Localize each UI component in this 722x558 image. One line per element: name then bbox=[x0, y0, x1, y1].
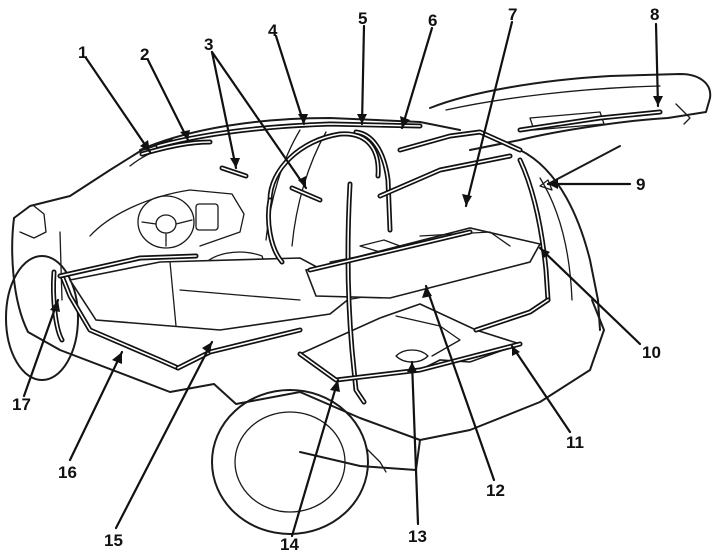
leader-lines bbox=[22, 20, 663, 538]
callout-7: 7 bbox=[508, 5, 517, 24]
leader-16 bbox=[68, 350, 124, 462]
callout-9: 9 bbox=[636, 175, 645, 194]
callout-1: 1 bbox=[78, 43, 87, 62]
rear-seat-floor-panel bbox=[304, 227, 542, 299]
leader-7 bbox=[464, 20, 514, 208]
trim-strip-15 bbox=[175, 327, 303, 371]
callout-3: 3 bbox=[204, 35, 213, 54]
leader-10 bbox=[538, 246, 642, 346]
rear-quarter bbox=[519, 149, 601, 331]
callout-2: 2 bbox=[140, 45, 149, 64]
callout-15: 15 bbox=[104, 531, 123, 550]
leader-13 bbox=[410, 360, 420, 526]
trim-strip-11 bbox=[473, 297, 551, 333]
dashboard bbox=[89, 189, 245, 247]
leader-4 bbox=[274, 34, 306, 126]
leader-14 bbox=[290, 378, 340, 538]
leader-1 bbox=[84, 56, 152, 154]
leader-12 bbox=[424, 284, 496, 482]
leader-8 bbox=[654, 22, 660, 108]
leader-15 bbox=[114, 340, 214, 530]
callout-10: 10 bbox=[642, 343, 661, 362]
front-floor-panel bbox=[68, 257, 362, 331]
liftgate bbox=[429, 73, 712, 151]
roof-line bbox=[139, 117, 461, 151]
center-stack bbox=[195, 203, 219, 231]
leader-17 bbox=[22, 298, 60, 398]
spare-tire-well bbox=[395, 349, 429, 363]
callout-16: 16 bbox=[58, 463, 77, 482]
callout-5: 5 bbox=[358, 9, 367, 28]
trim-strip-7 bbox=[377, 153, 513, 199]
vehicle-body bbox=[5, 73, 712, 535]
callout-4: 4 bbox=[268, 21, 278, 40]
liftgate-strut bbox=[547, 145, 621, 185]
trim-strip-10 bbox=[517, 157, 551, 303]
callout-8: 8 bbox=[650, 5, 659, 24]
leader-2 bbox=[146, 58, 190, 142]
callout-11: 11 bbox=[566, 433, 584, 452]
callout-17: 17 bbox=[12, 395, 31, 414]
leader-6 bbox=[400, 26, 434, 130]
body-side-lower bbox=[11, 217, 605, 441]
steering-wheel bbox=[137, 195, 195, 249]
leader-3b bbox=[210, 50, 308, 190]
leader-3a bbox=[210, 50, 238, 170]
callout-6: 6 bbox=[428, 11, 437, 30]
trim-strip-4 bbox=[267, 131, 381, 203]
leader-5 bbox=[360, 24, 366, 126]
callout-12: 12 bbox=[486, 481, 505, 500]
callout-13: 13 bbox=[408, 527, 427, 546]
leader-11 bbox=[510, 344, 572, 434]
callout-14: 14 bbox=[280, 535, 299, 554]
headlight bbox=[19, 205, 47, 239]
callout-labels: 1 2 3 4 5 6 7 8 9 10 11 12 13 14 15 16 1… bbox=[12, 5, 661, 554]
